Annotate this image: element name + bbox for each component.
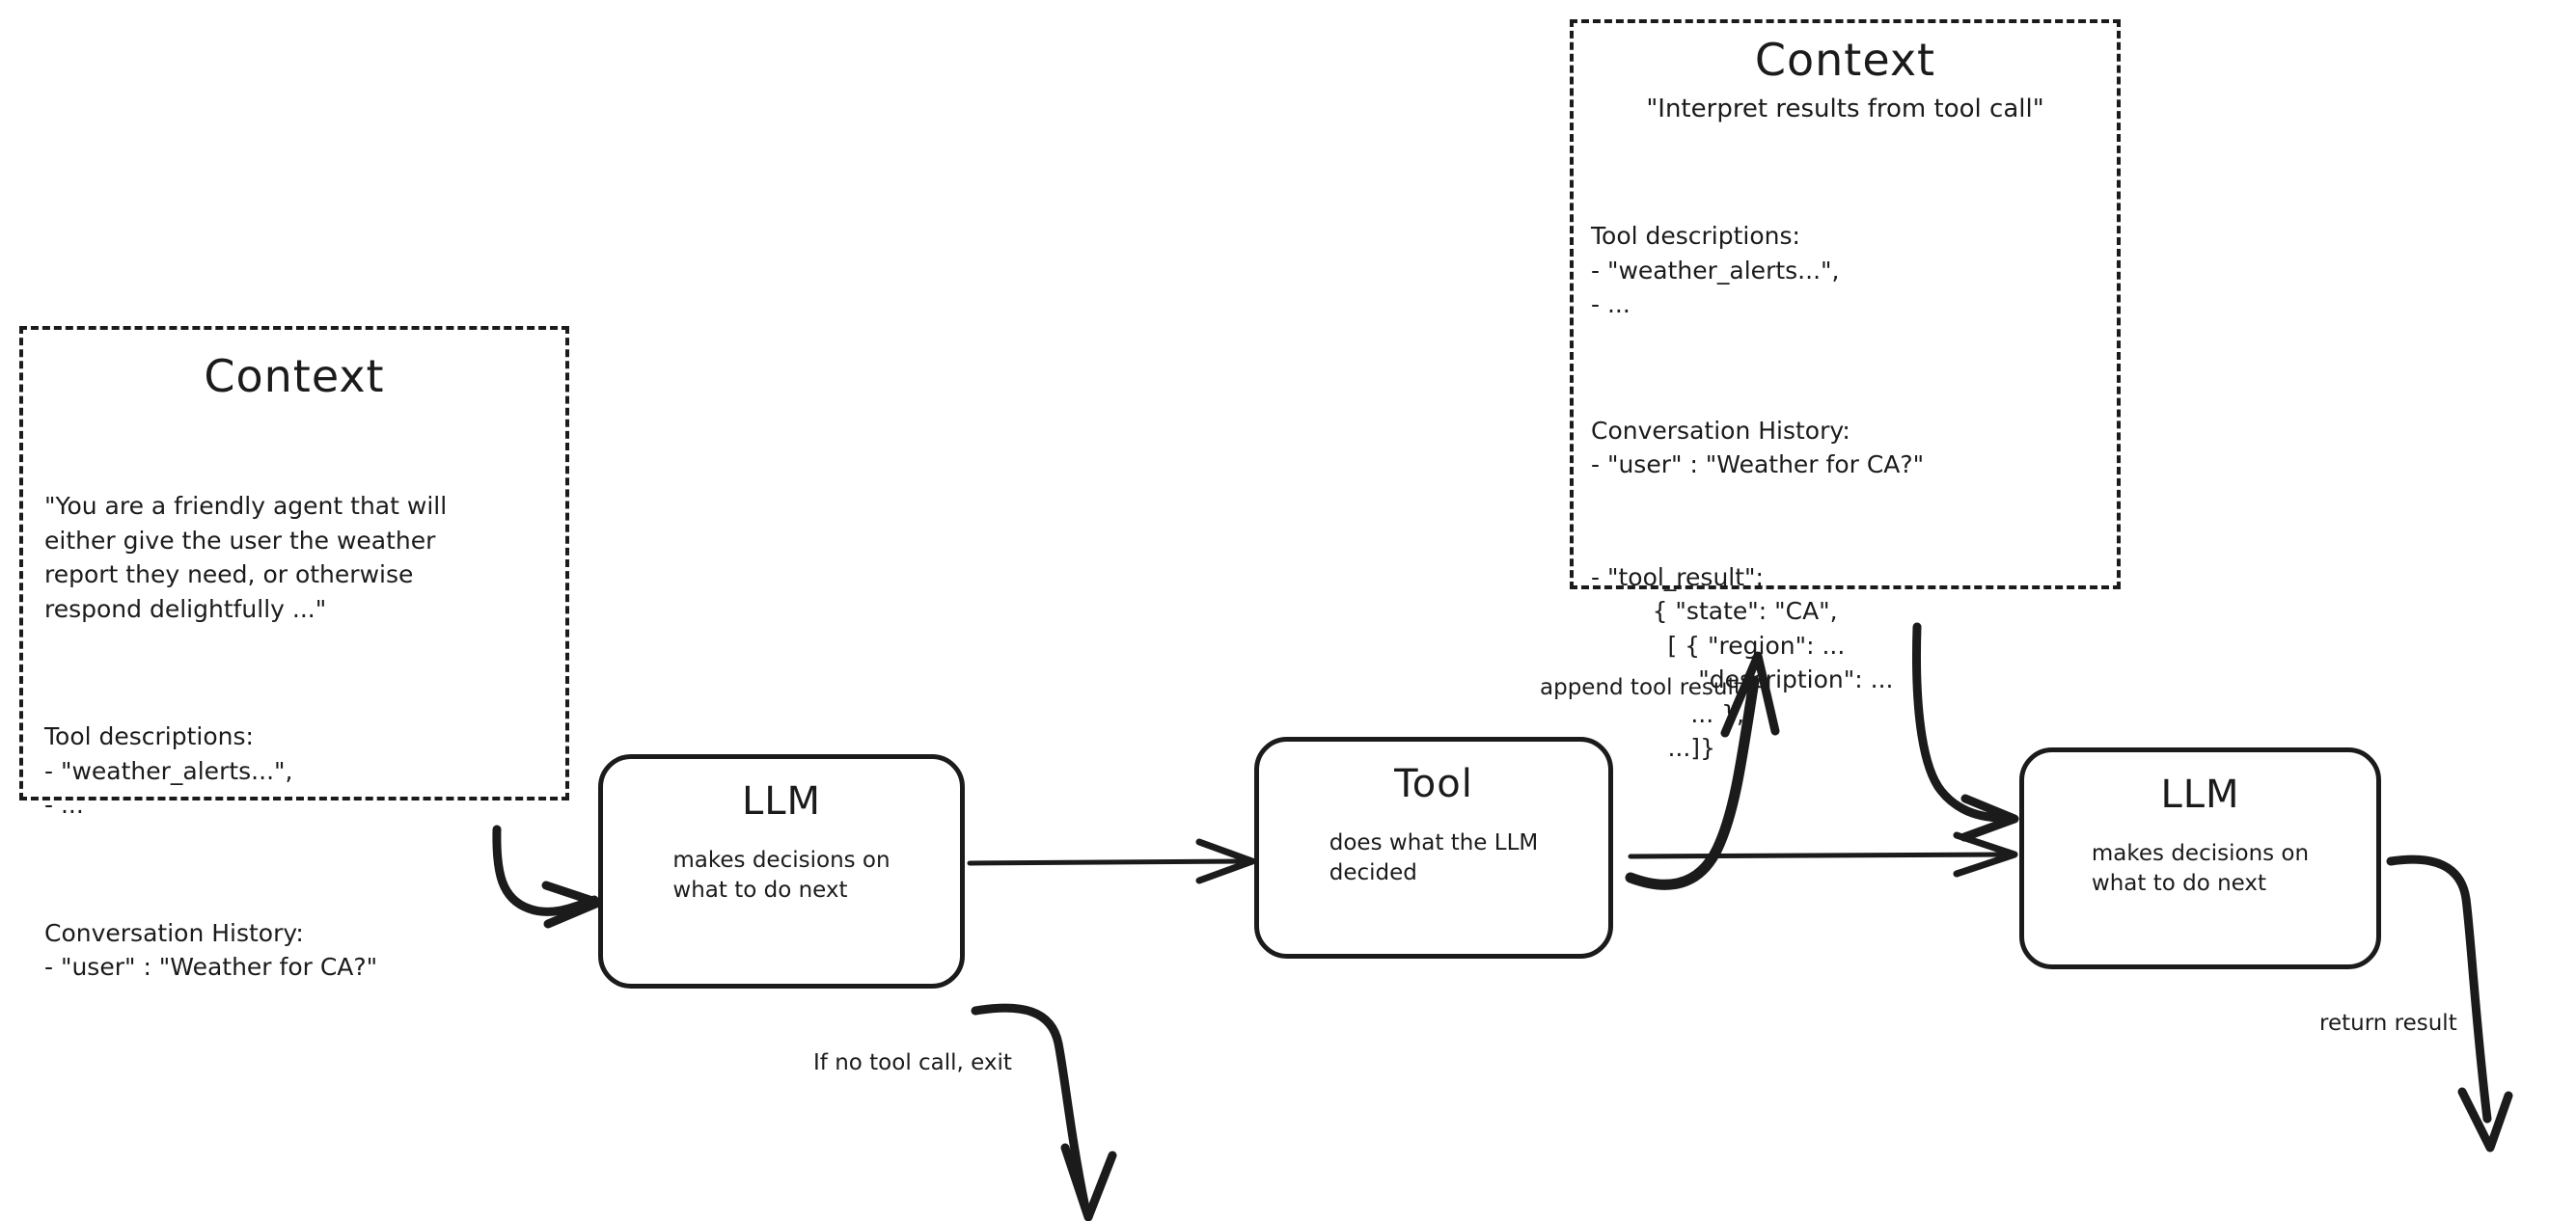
- node-llm-second-title: LLM: [2160, 773, 2240, 817]
- arrow-llm2-return-result: [2386, 855, 2513, 1153]
- edge-label-append-tool-result: append tool result: [1540, 675, 1742, 700]
- node-llm-second-subtitle: makes decisions on what to do next: [2091, 841, 2310, 897]
- node-llm-second[interactable]: LLM makes decisions on what to do next: [2019, 747, 2381, 969]
- context-panel-initial-title: Context: [204, 350, 385, 402]
- arrow-llm1-exit: [971, 1003, 1117, 1221]
- node-llm-first[interactable]: LLM makes decisions on what to do next: [598, 754, 965, 989]
- context-panel-initial-body: "You are a friendly agent that will eith…: [44, 421, 544, 1053]
- arrow-llm1-to-tool: [967, 838, 1256, 884]
- tool-descriptions-text: Tool descriptions: - "weather_alerts..."…: [1591, 222, 1840, 319]
- conversation-history-text: Conversation History: - "user" : "Weathe…: [1591, 416, 1925, 479]
- node-tool-title: Tool: [1394, 762, 1473, 806]
- tool-descriptions-text: Tool descriptions: - "weather_alerts..."…: [44, 722, 293, 820]
- context-panel-after-tool-title: Context: [1754, 34, 1936, 86]
- tool-result-text: - "tool_result": { "state": "CA", [ { "r…: [1591, 562, 1894, 763]
- arrow-tool-to-llm2: [1628, 831, 2018, 878]
- context-panel-initial: Context "You are a friendly agent that w…: [19, 326, 569, 981]
- edge-label-exit: If no tool call, exit: [813, 1050, 1012, 1075]
- context-panel-after-tool: Context "Interpret results from tool cal…: [1570, 19, 2121, 762]
- node-llm-first-title: LLM: [741, 779, 822, 824]
- conversation-history-text: Conversation History: - "user" : "Weathe…: [44, 918, 378, 982]
- node-llm-first-subtitle: makes decisions on what to do next: [672, 848, 891, 904]
- edge-label-return-result: return result: [2319, 1011, 2457, 1036]
- node-tool-subtitle: does what the LLM decided: [1329, 830, 1539, 886]
- context-panel-after-tool-body: Tool descriptions: - "weather_alerts..."…: [1591, 150, 2099, 834]
- system-prompt-text: "You are a friendly agent that will eith…: [44, 492, 448, 623]
- interpret-results-prompt-text: "Interpret results from tool call": [1646, 95, 2044, 124]
- node-tool[interactable]: Tool does what the LLM decided: [1254, 737, 1613, 959]
